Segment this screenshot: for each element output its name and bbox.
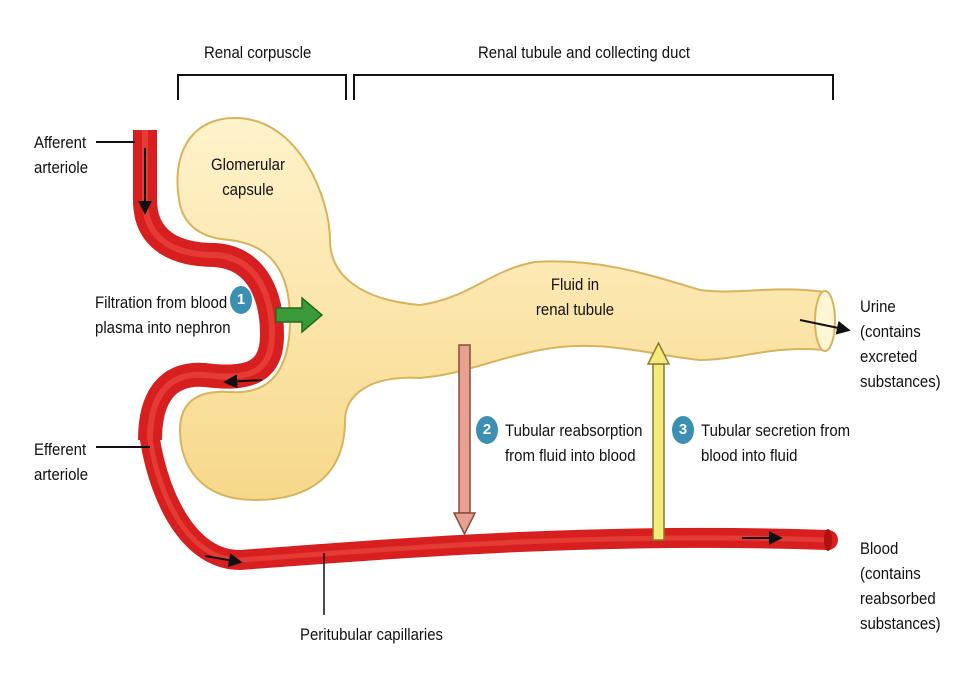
blood-label: Blood (contains reabsorbed substances) <box>860 539 941 633</box>
urine-flow-arrow <box>799 319 851 335</box>
filtration-arrow <box>275 296 324 334</box>
renal-corpuscle-label: Renal corpuscle <box>204 43 312 62</box>
step-2-badge: 2 <box>476 416 498 444</box>
step-1-label: Filtration from blood plasma into nephro… <box>95 293 231 337</box>
step-2-label: Tubular reabsorption from fluid into blo… <box>505 421 643 465</box>
afferent-arteriole-label: Afferent arteriole <box>34 133 89 177</box>
fluid-in-tubule-label: Fluid in renal tubule <box>535 275 615 319</box>
secretion-arrow <box>646 341 671 541</box>
step-1-badge: 1 <box>230 286 252 314</box>
reabsorption-arrow <box>452 344 477 536</box>
step-3-badge: 3 <box>672 416 694 444</box>
step-3-label: Tubular secretion from blood into fluid <box>701 421 851 465</box>
capillary-flow-arrow-left <box>204 553 243 568</box>
urine-label: Urine (contains excreted substances) <box>860 297 941 391</box>
bracket-renal-corpuscle <box>177 74 347 100</box>
efferent-flow-arrow <box>223 374 263 389</box>
efferent-arteriole-label: Efferent arteriole <box>34 440 89 484</box>
peritubular-capillaries-label: Peritubular capillaries <box>300 625 444 644</box>
renal-tubule-label: Renal tubule and collecting duct <box>478 43 691 62</box>
tubule-opening <box>814 290 836 352</box>
bracket-renal-tubule <box>353 74 834 100</box>
capillary-opening <box>824 529 832 551</box>
renal-tubule <box>176 116 826 502</box>
glomerular-capsule-label: Glomerular capsule <box>210 155 286 199</box>
